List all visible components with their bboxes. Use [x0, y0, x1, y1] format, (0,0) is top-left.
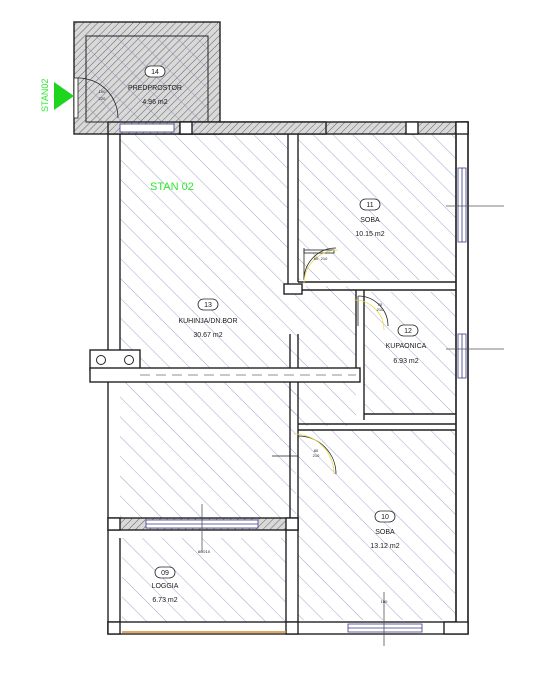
floor-kuhinja-lower: [120, 382, 296, 520]
floor-soba-10: [298, 430, 456, 620]
door-soba10-swing: [297, 435, 337, 475]
mark-d10-a: 80: [314, 448, 319, 453]
wall-predprostor-inner: [85, 35, 209, 123]
svg-text:14: 14: [151, 69, 159, 76]
room-label-soba-11: 11 SOBA 10.15 m2: [355, 198, 385, 238]
doors: [73, 77, 389, 475]
door-kupaonica-swing: [357, 295, 389, 327]
svg-text:13.12 m2: 13.12 m2: [370, 543, 399, 550]
svg-text:SOBA: SOBA: [375, 529, 395, 536]
door-entrance-swing: [77, 77, 119, 119]
floor-loggia: [122, 538, 286, 622]
window-predprostor: [119, 123, 175, 133]
svg-text:4.96 m2: 4.96 m2: [142, 99, 167, 106]
unit-label: STAN 02: [150, 181, 194, 193]
svg-text:LOGGIA: LOGGIA: [152, 583, 179, 590]
room-labels: 14 PREDPROSTOR 4.96 m2 13 KUHINJA/DN.BOR…: [128, 65, 427, 604]
mark-entrance-bottom: 220: [99, 96, 106, 101]
mark-loggia-door: 80/210: [198, 549, 211, 554]
svg-text:09: 09: [161, 570, 169, 577]
mark-d11-a: 80: [314, 256, 319, 261]
door-accents: [293, 249, 385, 475]
svg-text:10.15 m2: 10.15 m2: [355, 231, 384, 238]
mark-d12-a: 70: [378, 302, 383, 307]
entrance-label: STAN02: [40, 79, 50, 112]
svg-text:11: 11: [366, 202, 373, 209]
svg-text:13: 13: [204, 302, 212, 309]
mark-d12-b: 210: [377, 307, 384, 312]
room-label-kuhinja: 13 KUHINJA/DN.BOR 30.67 m2: [178, 298, 238, 339]
floor-corridor: [288, 286, 356, 426]
mark-d11-b: 210: [321, 256, 328, 261]
mark-d10-b: 210: [313, 453, 320, 458]
door-soba11-swing: [303, 247, 337, 281]
wall-top-gap: [179, 121, 327, 135]
exterior-marks: [201, 205, 504, 646]
svg-text:30.67 m2: 30.67 m2: [193, 332, 222, 339]
svg-text:6.73 m2: 6.73 m2: [152, 597, 177, 604]
floor-kuhinja: [120, 134, 288, 372]
svg-text:KUHINJA/DN.BOR: KUHINJA/DN.BOR: [178, 318, 237, 325]
svg-text:PREDPROSTOR: PREDPROSTOR: [128, 85, 182, 92]
floor-kupaonica: [364, 292, 456, 414]
svg-text:6.93 m2: 6.93 m2: [393, 358, 418, 365]
svg-text:10: 10: [381, 514, 389, 521]
room-label-kupaonica: 12 KUPAONICA 6.93 m2: [386, 324, 427, 365]
pier-circles: [96, 355, 134, 365]
room-label-predprostor: 14 PREDPROSTOR 4.96 m2: [128, 65, 182, 106]
svg-text:KUPAONICA: KUPAONICA: [386, 343, 427, 350]
mark-entrance-top: 100: [99, 89, 106, 94]
svg-text:SOBA: SOBA: [360, 217, 380, 224]
mark-window10: 100: [381, 599, 388, 604]
room-label-loggia: 09 LOGGIA 6.73 m2: [152, 566, 179, 604]
room-label-soba-10: 10 SOBA 13.12 m2: [370, 510, 400, 550]
door-entrance-leaf: [73, 77, 79, 119]
svg-text:12: 12: [404, 328, 412, 335]
